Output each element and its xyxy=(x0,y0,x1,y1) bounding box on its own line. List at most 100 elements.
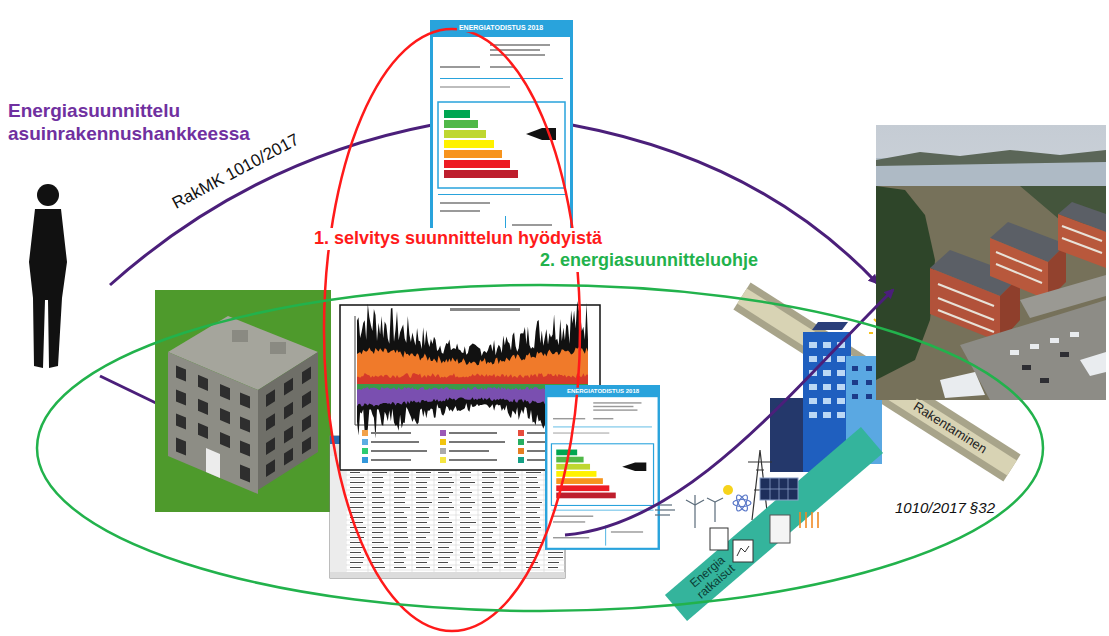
illustration-part xyxy=(823,398,831,404)
illustration-part xyxy=(440,457,446,463)
illustration-part xyxy=(544,456,545,572)
process-arrow xyxy=(565,290,893,535)
illustration-part xyxy=(526,477,537,478)
illustration-part xyxy=(440,439,446,445)
illustration-part xyxy=(518,439,524,445)
illustration-part xyxy=(526,492,537,493)
illustration-part xyxy=(438,557,450,558)
illustration-part xyxy=(876,186,1106,400)
illustration-part xyxy=(482,562,498,563)
illustration-part xyxy=(676,440,872,608)
illustration-part xyxy=(518,457,524,463)
illustration-part xyxy=(482,542,496,543)
illustration-part xyxy=(438,497,449,498)
illustration-part xyxy=(526,497,537,498)
illustration-part xyxy=(416,567,430,568)
illustration-part xyxy=(330,545,565,546)
illustration-part xyxy=(478,456,479,572)
illustration-part xyxy=(302,390,311,408)
region-label: 1. selvitys suunnittelun hyödyistä xyxy=(311,228,605,250)
illustration-part xyxy=(284,426,293,444)
illustration-part xyxy=(416,522,427,523)
illustration-part xyxy=(996,252,1042,271)
illustration-part xyxy=(330,540,565,541)
illustration-part xyxy=(29,209,67,368)
illustration-part xyxy=(438,502,452,503)
illustration-part xyxy=(526,482,538,483)
ellipse-region: 1. selvitys suunnittelun hyödyistä xyxy=(322,27,582,633)
illustration-part xyxy=(371,450,427,452)
illustration-part xyxy=(438,547,449,548)
illustration-part xyxy=(823,384,831,390)
illustration-part xyxy=(460,547,474,548)
illustration-part xyxy=(416,492,427,493)
illustration-part xyxy=(372,557,383,558)
illustration-part xyxy=(837,384,845,390)
illustration-part xyxy=(526,487,540,488)
illustration-part xyxy=(350,537,364,538)
illustration-part xyxy=(302,366,311,384)
illustration-part xyxy=(837,356,845,362)
illustration-part xyxy=(460,502,475,503)
illustration-part xyxy=(482,522,495,523)
illustration-part xyxy=(330,485,565,486)
illustration-part xyxy=(330,530,565,531)
illustration-part xyxy=(438,562,448,563)
illustration-part xyxy=(330,565,565,566)
illustration-part xyxy=(823,370,831,376)
illustration-part xyxy=(372,562,384,563)
illustration-part xyxy=(869,332,873,334)
illustration-part xyxy=(372,547,388,548)
illustration-part xyxy=(760,478,798,500)
illustration-part xyxy=(460,492,472,493)
illustration-part xyxy=(270,342,286,354)
illustration-part xyxy=(362,457,368,463)
illustration-part xyxy=(350,527,366,528)
illustration-part xyxy=(504,487,519,488)
illustration-part xyxy=(440,430,446,436)
illustration-part xyxy=(449,441,505,443)
illustration-part xyxy=(482,512,497,513)
illustration-part xyxy=(482,557,493,558)
illustration-part xyxy=(416,517,429,518)
illustration-part xyxy=(394,502,405,503)
illustration-part xyxy=(852,394,858,399)
illustration-part xyxy=(372,507,383,508)
illustration-part xyxy=(372,537,383,538)
illustration-part xyxy=(460,532,476,533)
illustration-part xyxy=(372,477,383,478)
illustration-part xyxy=(526,527,541,528)
illustration-part xyxy=(362,439,368,445)
illustration-part xyxy=(460,567,474,568)
illustration-part xyxy=(394,522,407,523)
illustration-part xyxy=(416,497,427,498)
illustration-part xyxy=(37,184,59,206)
illustration-part xyxy=(220,408,230,424)
illustration-part xyxy=(394,507,410,508)
illustration-part xyxy=(330,560,565,561)
illustration-part xyxy=(176,365,186,381)
illustration-part xyxy=(372,497,384,498)
illustration-part xyxy=(930,268,1000,342)
illustration-part xyxy=(394,517,407,518)
illustration-part xyxy=(266,413,275,431)
illustration-part xyxy=(232,330,248,342)
illustration-part xyxy=(438,487,451,488)
illustration-part xyxy=(372,542,384,543)
illustration-part xyxy=(372,472,387,473)
illustration-part xyxy=(482,507,496,508)
illustration-part xyxy=(852,366,872,399)
illustration-part xyxy=(809,356,817,362)
illustration-part xyxy=(723,485,733,495)
illustration-part xyxy=(694,505,695,528)
illustration-part xyxy=(526,542,542,543)
illustration-part xyxy=(438,517,449,518)
illustration-part xyxy=(460,527,470,528)
illustration-part xyxy=(1062,238,1102,253)
illustration-part xyxy=(372,517,386,518)
illustration-part xyxy=(482,492,492,493)
illustration-part xyxy=(876,186,935,380)
illustration-part xyxy=(394,477,409,478)
